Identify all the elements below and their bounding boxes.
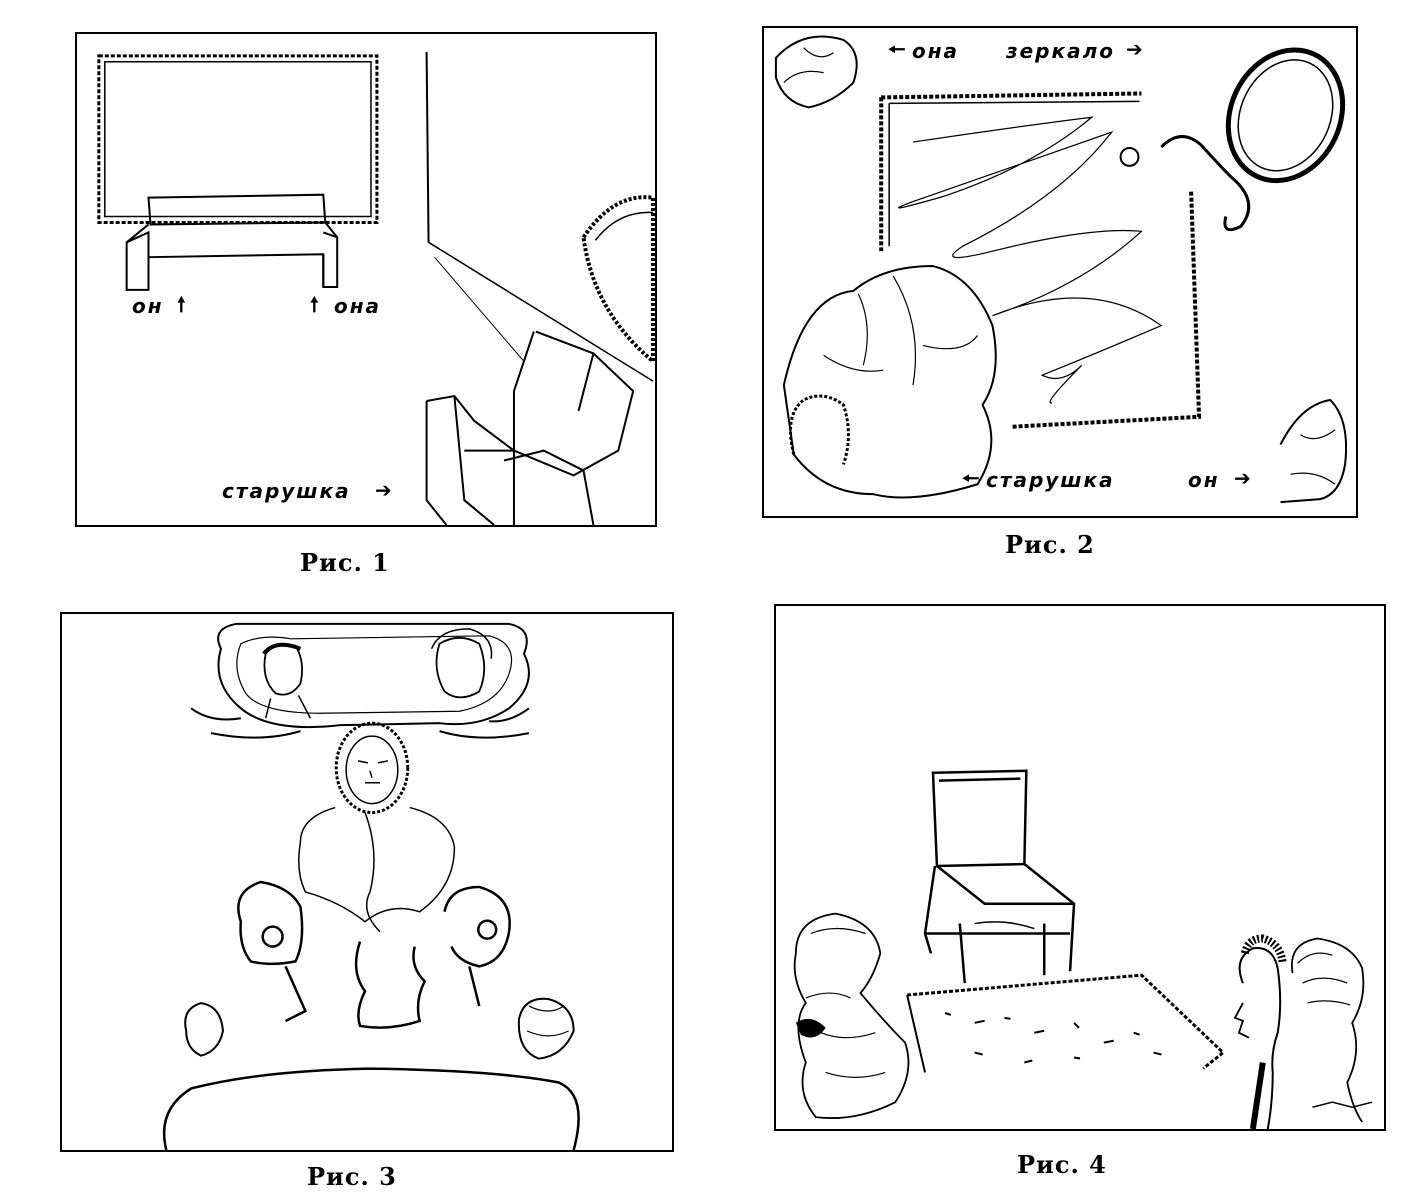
- round-table: [164, 1069, 579, 1150]
- label-old-woman: старушка: [222, 479, 351, 503]
- figure-3-drawing: [62, 614, 672, 1150]
- armchair: [427, 332, 634, 525]
- up-arrow-icon: 🠕: [177, 292, 186, 316]
- label-old-woman: старушка: [986, 468, 1115, 492]
- armchair: [238, 882, 509, 1028]
- man-profile: [1240, 948, 1281, 1129]
- sofa: [127, 195, 338, 290]
- audience-head-right: [519, 999, 574, 1059]
- wall-corner-line: [427, 52, 429, 242]
- figure-4-drawing: [776, 606, 1384, 1129]
- right-arrow-icon: ➔: [1234, 466, 1251, 490]
- wall-painting-frame: [99, 56, 377, 223]
- figure-2-caption: Рис. 2: [1005, 530, 1095, 559]
- floor-line-diagonal: [435, 257, 524, 361]
- old-woman-figure: [795, 914, 909, 1118]
- figure-he-corner: [1281, 400, 1347, 502]
- woman-profile: [1292, 938, 1363, 1122]
- ornate-mirror: [218, 624, 529, 727]
- figure-1-panel: он 🠕 🠕 она старушка ➔: [75, 32, 657, 527]
- right-arrow-icon: ➔: [1126, 37, 1143, 61]
- figure-2-panel: 🠔 она зеркало ➔ 🠔 старушка он ➔: [762, 26, 1358, 518]
- figure-1-caption: Рис. 1: [300, 548, 390, 577]
- woman-face-in-mirror: [436, 638, 484, 698]
- hand-mirror: [1207, 31, 1356, 199]
- figure-1-drawing: [77, 34, 655, 525]
- old-woman-head: [336, 723, 408, 812]
- table-top: [907, 975, 1223, 1068]
- figure-3-caption: Рис. 3: [307, 1162, 397, 1191]
- label-she: она: [334, 294, 382, 318]
- chair: [925, 771, 1074, 983]
- audience-head-left: [185, 1003, 223, 1056]
- wall-painting-inner: [105, 62, 371, 217]
- figure-4-panel: [774, 604, 1386, 1131]
- label-he: он: [132, 294, 164, 318]
- left-arrow-icon: 🠔: [962, 466, 980, 490]
- left-arrow-icon: 🠔: [888, 37, 906, 61]
- ornate-mirror-edge: [583, 197, 653, 361]
- label-she: она: [912, 39, 960, 63]
- mirror-frame-top-view: [881, 93, 1199, 426]
- figure-3-panel: [60, 612, 674, 1152]
- figure-2-drawing: [764, 28, 1356, 516]
- figure-4-caption: Рис. 4: [1017, 1150, 1107, 1179]
- right-arrow-icon: ➔: [375, 478, 392, 502]
- reflection-scribbles: [899, 117, 1162, 403]
- old-woman-figure: [784, 266, 996, 497]
- man-face-in-mirror: [264, 645, 302, 695]
- figure-she-corner: [776, 37, 857, 108]
- up-arrow-icon: 🠕: [310, 292, 319, 316]
- old-woman-hair: [790, 396, 848, 464]
- table-texture: [945, 1013, 1162, 1063]
- label-mirror: зеркало: [1006, 39, 1115, 63]
- old-woman-body: [299, 808, 455, 922]
- label-he: он: [1188, 468, 1220, 492]
- floor-line-right: [429, 242, 653, 381]
